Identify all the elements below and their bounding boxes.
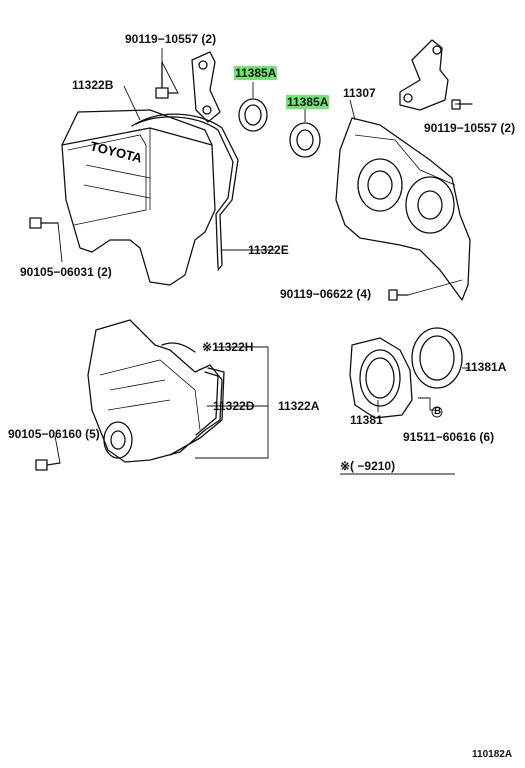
label-11322e: 11322E — [248, 243, 289, 257]
circled-b-label: B — [434, 406, 442, 417]
bolt-icon — [155, 61, 179, 99]
circled-b-mark — [431, 406, 443, 418]
label-11381: 11381 — [350, 413, 383, 427]
gasket-11322e — [131, 113, 239, 271]
bolt-icon-06160 — [35, 459, 61, 471]
retainer-11381 — [349, 337, 413, 419]
star-mark: ※ — [202, 340, 213, 354]
toyota-emblem-text: TOYOTA — [89, 138, 145, 166]
reference-code: 110182A — [472, 749, 513, 760]
bolt-icon-06622 — [388, 289, 409, 301]
label-11385a-mid: 11385A — [286, 95, 330, 109]
label-11322b: 11322B — [72, 78, 114, 92]
plate-11307 — [335, 117, 471, 301]
gasket-11322d — [169, 367, 225, 456]
oil-seal-11381a — [411, 327, 463, 389]
label-90105-06031: 90105−06031 (2) — [20, 265, 112, 279]
oil-seal-icon — [238, 98, 321, 158]
lower-cover-11322a — [87, 319, 223, 463]
label-11381a: 11381A — [465, 360, 507, 374]
bolt-icon-06031 — [29, 217, 59, 229]
label-11322h: ※11322H — [202, 340, 254, 354]
bolt-icon-right — [451, 99, 473, 110]
date-range-note: ※( −9210) — [340, 459, 396, 473]
label-90105-06160: 90105−06160 (5) — [8, 427, 100, 441]
label-11307: 11307 — [343, 86, 376, 100]
label-90119-10557-right: 90119−10557 (2) — [424, 121, 516, 135]
upper-cover-11322b: TOYOTA — [61, 109, 216, 286]
leader-lines — [54, 48, 470, 475]
bracket-icon-right — [399, 39, 449, 111]
label-90119-06622: 90119−06622 (4) — [280, 287, 372, 301]
label-11385a-top: 11385A — [234, 66, 278, 80]
label-90119-10557-left: 90119−10557 (2) — [125, 32, 217, 46]
bracket-icon — [191, 51, 221, 123]
label-91511-60616: 91511−60616 (6) — [403, 430, 495, 444]
gasket-11322h — [161, 342, 196, 353]
label-11322a: 11322A — [278, 399, 320, 413]
label-11322d: 11322D — [213, 399, 255, 413]
